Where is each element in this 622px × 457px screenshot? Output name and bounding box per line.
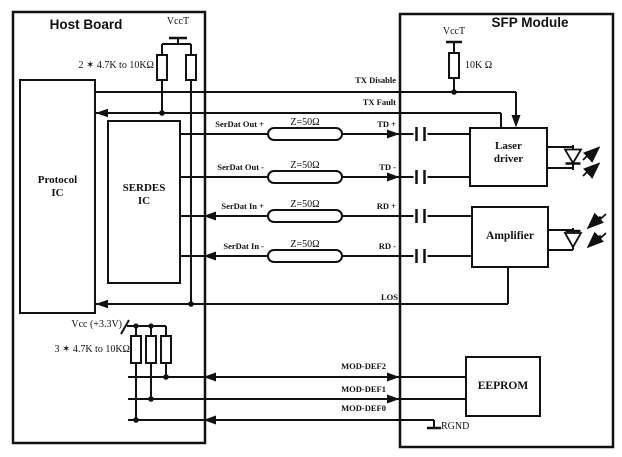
serdat-in-n-label: SerDat In - bbox=[223, 241, 264, 251]
host-board-title: Host Board bbox=[49, 17, 123, 32]
serdat-out-p-label: SerDat Out + bbox=[215, 119, 264, 129]
td-p-label: TD + bbox=[377, 119, 396, 129]
amplifier-label: Amplifier bbox=[486, 230, 534, 242]
host-vcct-pullups bbox=[156, 36, 197, 304]
arrow-txfault-to-host bbox=[95, 108, 108, 118]
arrow-def1-into-module bbox=[387, 394, 400, 404]
vcc33-pullups bbox=[120, 319, 172, 420]
serdes-ic-box bbox=[107, 120, 181, 284]
arrow-rdn-to-host bbox=[203, 251, 216, 261]
module-vcct-label: VccT bbox=[442, 26, 466, 37]
serdat-in-p-label: SerDat In + bbox=[221, 201, 264, 211]
serdes-ic-label: SERDES IC bbox=[122, 182, 166, 207]
td-n-label: TD - bbox=[379, 162, 396, 172]
amplifier-box bbox=[471, 206, 549, 268]
eeprom-box bbox=[465, 356, 541, 417]
coupling-capacitors bbox=[413, 126, 428, 264]
laser-driver-label: Laser driver bbox=[493, 140, 524, 165]
resistor-def2-pullup bbox=[160, 335, 172, 364]
arrow-tdn-into-module bbox=[387, 172, 400, 182]
host-pullup2-label: 2 ✶ 4.7K to 10KΩ bbox=[78, 60, 154, 71]
junction-dots bbox=[133, 89, 457, 423]
arrow-def2-to-host bbox=[203, 372, 216, 382]
light-in-arrow bbox=[586, 231, 607, 249]
photodiode bbox=[548, 212, 607, 251]
protocol-ic-label: Protocol IC bbox=[37, 174, 78, 199]
mod-def1-label: MOD-DEF1 bbox=[341, 384, 386, 394]
resistor-def1-pullup bbox=[145, 335, 157, 364]
host-pullup3-label: 3 ✶ 4.7K to 10KΩ bbox=[54, 344, 130, 355]
rd-n-label: RD - bbox=[378, 241, 396, 251]
z50-label-4: Z=50Ω bbox=[290, 239, 320, 250]
arrow-tdp-into-module bbox=[387, 129, 400, 139]
host-board-outline bbox=[11, 10, 207, 445]
resistor-txfault-pullup bbox=[156, 54, 168, 81]
protocol-ic-box bbox=[19, 79, 96, 314]
tx-fault-label: TX Fault bbox=[362, 97, 396, 107]
arrow-rdp-to-host bbox=[203, 211, 216, 221]
los-label: LOS bbox=[380, 292, 398, 302]
sfp-module-title: SFP Module bbox=[491, 15, 569, 30]
sfp-module-outline bbox=[398, 12, 615, 449]
resistor-10k bbox=[448, 52, 460, 79]
light-in-arrow bbox=[586, 212, 607, 230]
vcc33-label: Vcc (+3.3V) bbox=[71, 319, 122, 330]
r10k-label: 10K Ω bbox=[465, 60, 493, 71]
transmission-lines-z50 bbox=[267, 127, 343, 263]
resistor-los-pullup bbox=[185, 54, 197, 81]
signal-direction-arrows bbox=[95, 108, 521, 425]
light-out-arrow bbox=[582, 146, 601, 163]
arrow-def0-to-host bbox=[203, 415, 216, 425]
light-out-arrow bbox=[582, 162, 601, 179]
rgnd-label: RGND bbox=[441, 421, 470, 432]
host-vcct-label: VccT bbox=[166, 16, 190, 27]
arrow-def2-into-module bbox=[387, 372, 400, 382]
eeprom-label: EEPROM bbox=[477, 380, 529, 392]
z50-label-1: Z=50Ω bbox=[290, 117, 320, 128]
mod-def2-label: MOD-DEF2 bbox=[341, 361, 386, 371]
arrow-los-to-host bbox=[95, 299, 108, 309]
rd-p-label: RD + bbox=[376, 201, 396, 211]
z50-label-2: Z=50Ω bbox=[290, 160, 320, 171]
rgnd-ground-symbol bbox=[427, 420, 441, 430]
laser-driver-box bbox=[469, 127, 548, 187]
arrow-txdisable-into-laser bbox=[511, 115, 521, 128]
z50-label-3: Z=50Ω bbox=[290, 199, 320, 210]
vcc-tap-slash bbox=[120, 319, 130, 335]
tx-disable-label: TX Disable bbox=[355, 75, 396, 85]
mod-def0-label: MOD-DEF0 bbox=[341, 403, 386, 413]
wire-los bbox=[95, 267, 509, 305]
resistor-def0-pullup bbox=[130, 335, 142, 364]
module-vcct-pullup bbox=[446, 40, 462, 92]
laser-diode bbox=[547, 145, 601, 179]
serdat-out-n-label: SerDat Out - bbox=[217, 162, 264, 172]
